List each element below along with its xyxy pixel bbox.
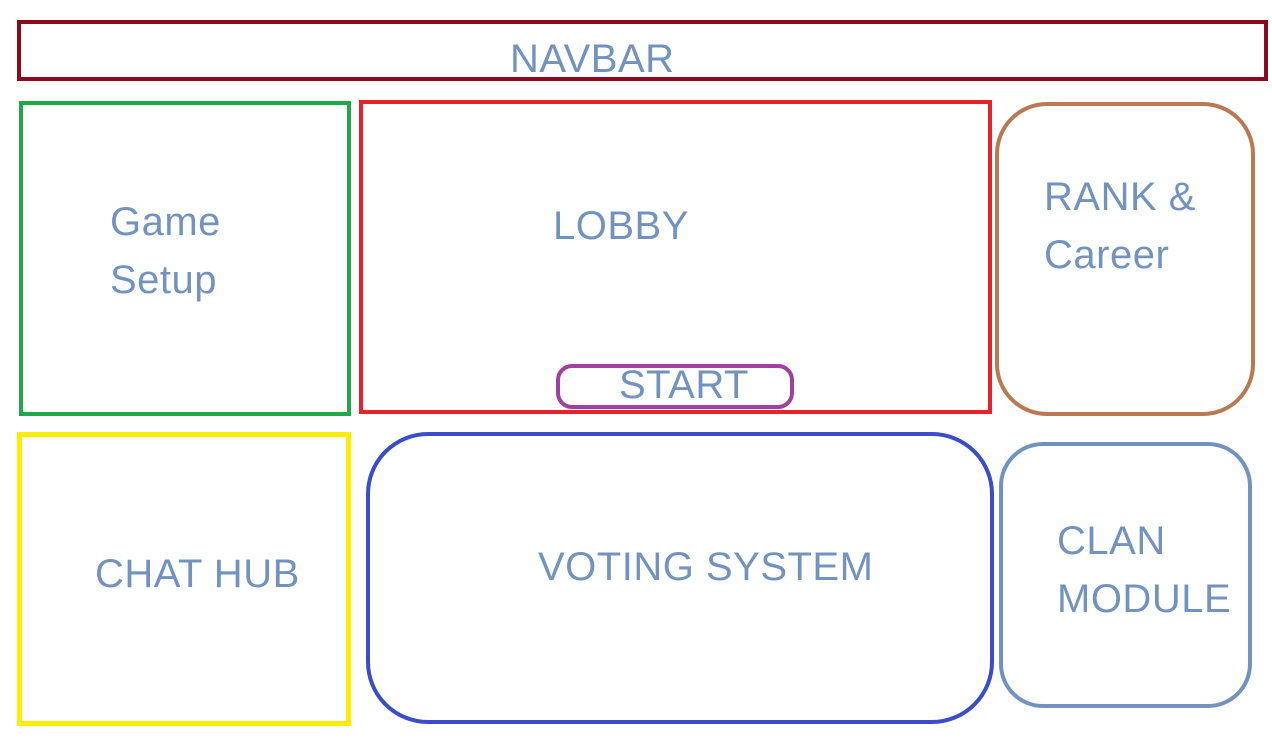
voting-system-label: VOTING SYSTEM — [538, 545, 874, 589]
start-button[interactable] — [556, 364, 794, 409]
lobby-panel — [359, 100, 992, 414]
game-setup-label: Game Setup — [110, 200, 221, 302]
navbar-label: NAVBAR — [510, 37, 675, 81]
rank-career-panel — [995, 102, 1255, 416]
navbar-region — [17, 20, 1268, 81]
chat-hub-label: CHAT HUB — [95, 552, 300, 596]
clan-module-label: CLAN MODULE — [1057, 519, 1232, 621]
game-setup-panel — [19, 101, 351, 416]
lobby-label: LOBBY — [553, 204, 689, 248]
chat-hub-panel — [17, 432, 351, 726]
start-button-label: START — [619, 363, 749, 407]
voting-system-panel — [366, 432, 994, 724]
rank-career-label: RANK & Career — [1044, 175, 1196, 277]
clan-module-panel — [999, 442, 1252, 708]
